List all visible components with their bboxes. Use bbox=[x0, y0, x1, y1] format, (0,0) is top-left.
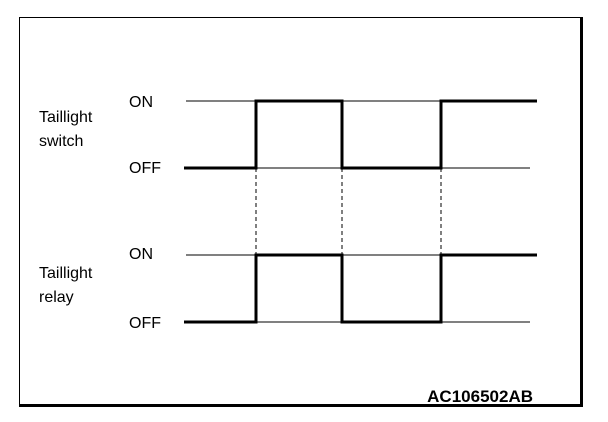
switch-name-line1: Taillight bbox=[39, 109, 93, 126]
switch-name-line2: switch bbox=[39, 133, 83, 150]
relay-off-label: OFF bbox=[129, 315, 161, 332]
relay-name-line2: relay bbox=[39, 289, 74, 306]
diagram-frame bbox=[19, 17, 583, 407]
switch-on-label: ON bbox=[129, 94, 153, 111]
relay-on-label: ON bbox=[129, 246, 153, 263]
figure-code: AC106502AB bbox=[427, 387, 533, 406]
switch-off-label: OFF bbox=[129, 160, 161, 177]
relay-waveform bbox=[184, 253, 537, 324]
relay-name-line1: Taillight bbox=[39, 265, 93, 282]
switch-waveform bbox=[184, 99, 537, 170]
